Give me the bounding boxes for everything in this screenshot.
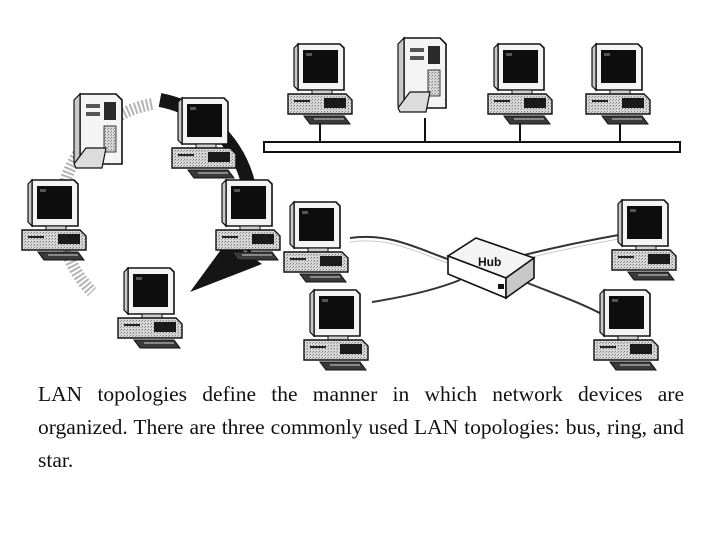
workstation-icon [287, 43, 353, 125]
hub-label: Hub [478, 255, 501, 269]
caption-text: LAN topologies define the manner in whic… [38, 382, 684, 472]
workstation-icon [487, 43, 553, 125]
bus-topology [263, 37, 681, 153]
star-topology: Hub [283, 199, 677, 371]
ring-topology [21, 93, 281, 349]
workstation-icon [117, 267, 183, 349]
workstation-icon [283, 201, 349, 283]
server-tower-icon [397, 37, 447, 113]
workstation-icon [171, 97, 237, 179]
workstation-icon [303, 289, 369, 371]
workstation-icon [611, 199, 677, 281]
workstation-icon [21, 179, 87, 261]
workstation-icon [215, 179, 281, 261]
server-tower-icon [73, 93, 123, 169]
workstation-icon [585, 43, 651, 125]
workstation-icon [593, 289, 659, 371]
bus-cable [263, 141, 681, 153]
hub-device-icon [446, 237, 536, 300]
